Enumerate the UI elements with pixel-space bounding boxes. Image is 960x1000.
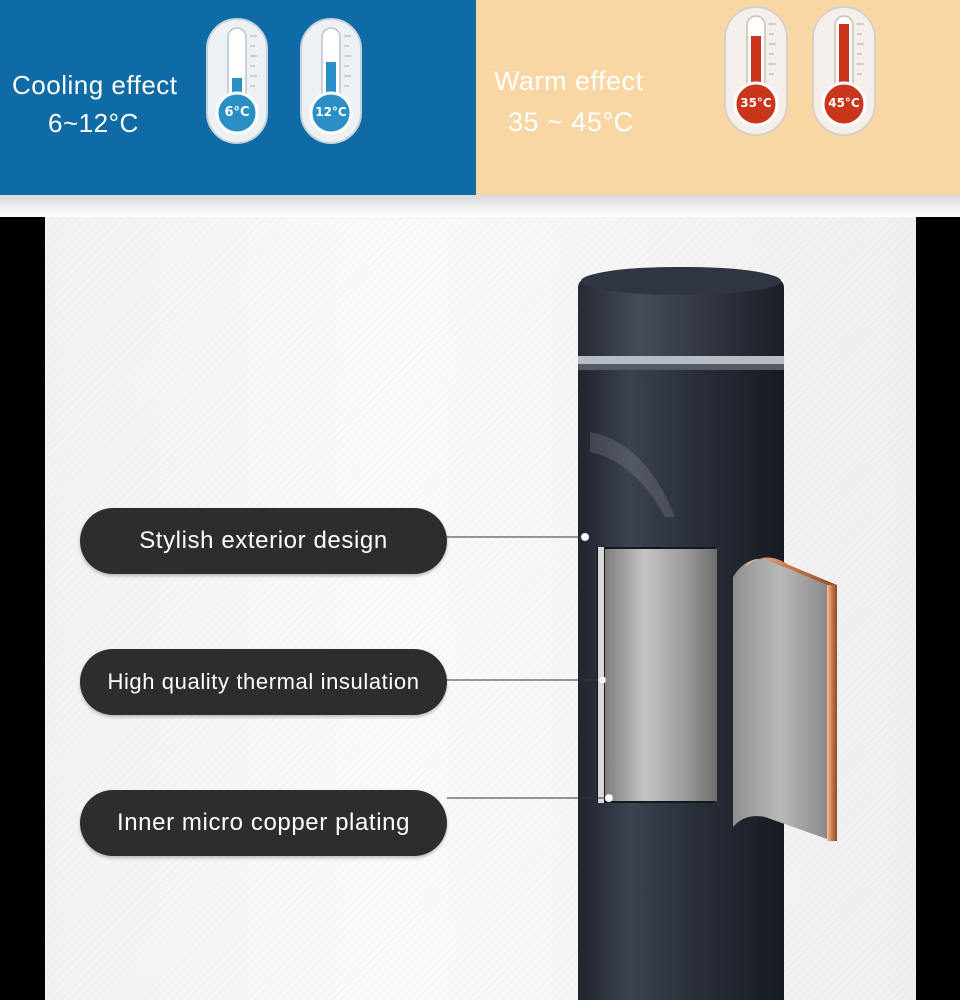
feature-thermal-insulation-label: High quality thermal insulation (107, 669, 420, 694)
thermometer-12c-icon: 12°C (300, 18, 362, 144)
feature-copper-plating-pill: Inner micro copper plating (80, 790, 447, 856)
thermos-bottle-illustration (447, 267, 837, 1000)
feature-copper-plating-label: Inner micro copper plating (116, 809, 411, 836)
banner-divider (0, 195, 960, 217)
cooling-panel: Cooling effect 6~12°C 6°C (0, 0, 476, 195)
product-section: Stylish exterior design High quality the… (0, 217, 960, 1000)
warm-panel: Warm effect 35 ~ 45°C 35°C (476, 0, 960, 195)
temperature-banner: Cooling effect 6~12°C 6°C (0, 0, 960, 195)
feature-exterior-design-label: Stylish exterior design (139, 527, 388, 554)
temp-45c-label: 45°C (828, 96, 860, 110)
cooling-effect-range: 6~12°C (48, 108, 139, 138)
temp-12c-label: 12°C (315, 105, 347, 119)
thermometer-35c-icon: 35°C (724, 6, 788, 136)
warm-effect-title: Warm effect (494, 66, 644, 96)
feature-exterior-design-pill: Stylish exterior design (80, 508, 447, 574)
thermometer-45c-icon: 45°C (812, 6, 876, 136)
warm-effect-range: 35 ~ 45°C (508, 107, 634, 137)
thermometer-6c-icon: 6°C (206, 18, 268, 144)
cooling-effect-title: Cooling effect (12, 70, 178, 100)
temp-35c-label: 35°C (740, 96, 772, 110)
product-stage (45, 217, 916, 1000)
feature-thermal-insulation-pill: High quality thermal insulation (80, 649, 447, 715)
temp-6c-label: 6°C (224, 105, 250, 120)
